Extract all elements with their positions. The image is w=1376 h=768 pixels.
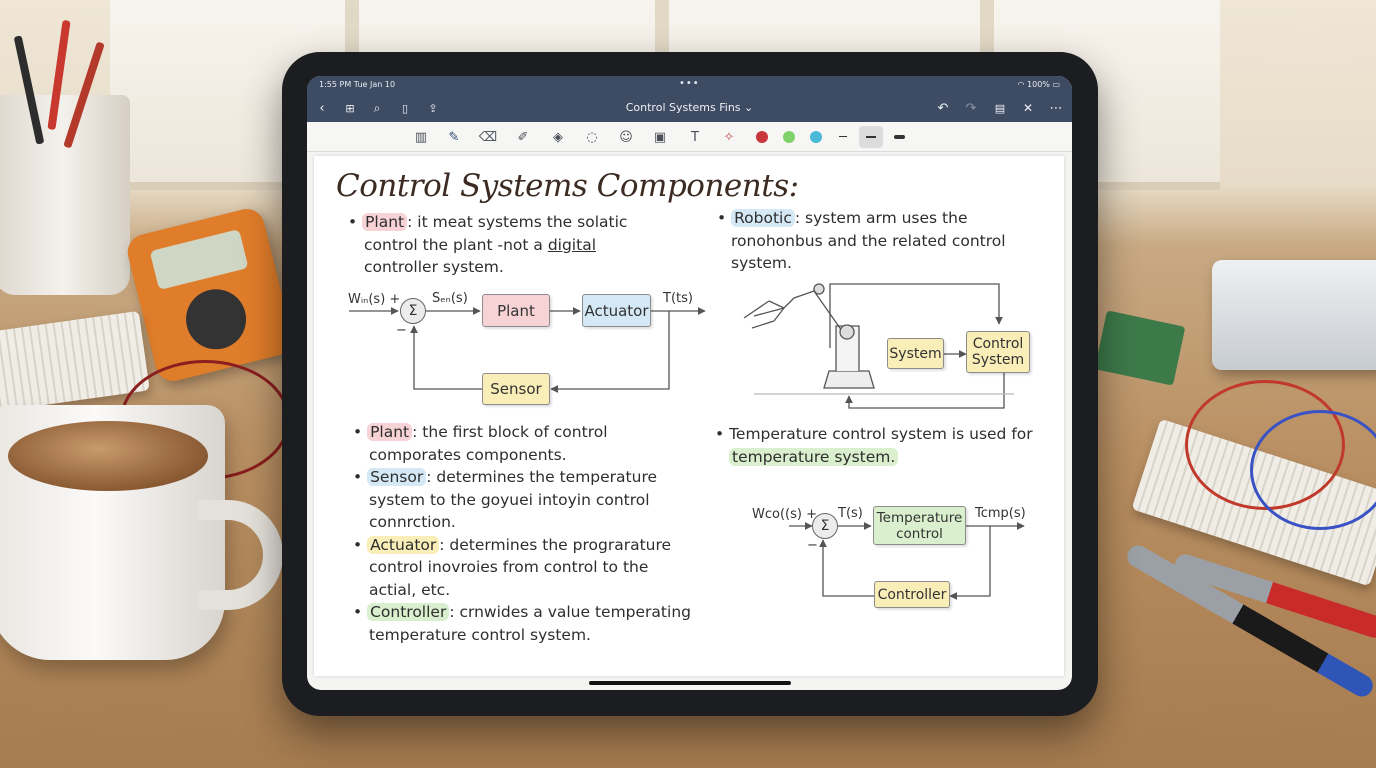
plant-paragraph: • Plant: it meat systems the solatic con… — [348, 213, 628, 276]
pencil-cup — [0, 19, 130, 295]
multimeter — [123, 205, 297, 385]
reader-icon[interactable]: ▥ — [414, 129, 428, 145]
plant-term: Plant — [362, 213, 408, 231]
controller-block: Controller — [874, 581, 950, 608]
more-icon[interactable]: ⋯ — [1049, 100, 1063, 116]
diagram3-signal-label: T(s) — [838, 506, 863, 521]
power-supply — [1212, 260, 1376, 370]
battery-status: ◠ 100% ▭ — [1017, 80, 1060, 89]
color-red-swatch[interactable] — [756, 131, 768, 143]
sensor-block: Sensor — [482, 373, 550, 405]
stroke-thick[interactable] — [894, 135, 905, 139]
home-indicator[interactable] — [589, 681, 791, 685]
list-controller-term: Controller — [367, 603, 450, 621]
diagram1-output-label: T(ts) — [663, 291, 693, 306]
circuit-board — [1094, 310, 1186, 386]
diagram1-signal-label: Sₑₙ(s) — [432, 291, 468, 306]
battery-icon: ▭ — [1052, 80, 1060, 89]
digital-underlined: digital — [547, 235, 597, 254]
back-icon[interactable]: ‹ — [319, 100, 325, 116]
actuator-block: Actuator — [582, 294, 651, 327]
navigation-bar: ‹ ⊞ ⌕ ▯ ⇪ Control Systems Fins ⌄ ↶ ↷ ▤ ✕… — [307, 94, 1072, 122]
temperature-system-term: temperature system. — [729, 447, 899, 466]
coffee-mug — [0, 405, 283, 660]
list-sensor-term: Sensor — [367, 468, 427, 486]
search-icon[interactable]: ⌕ — [373, 100, 381, 115]
status-time: 1:55 PM Tue Jan 10 — [319, 80, 396, 89]
laser-icon[interactable]: ✧ — [723, 129, 735, 145]
sticker-icon[interactable]: ☺ — [619, 129, 633, 145]
highlighter-icon[interactable]: ✐ — [517, 129, 529, 145]
eraser-icon[interactable]: ⌫ — [478, 129, 498, 145]
tablet-screen: 1:55 PM Tue Jan 10 ••• ◠ 100% ▭ ‹ ⊞ ⌕ ▯ … — [307, 76, 1072, 690]
diagram3-output-label: Tcmp(s) — [975, 506, 1026, 521]
shapes-icon[interactable]: ◈ — [553, 129, 563, 145]
document-icon[interactable]: ▤ — [994, 101, 1006, 115]
diagram3-input-label: Wco((s) + — [752, 507, 817, 522]
drawing-toolbar: ▥ ✎ ⌫ ✐ ◈ ◌ ☺ ▣ T ✧ — [307, 122, 1072, 152]
temperature-control-block: Temperature control — [873, 506, 966, 545]
note-heading: Control Systems Components: — [336, 168, 799, 204]
diagram3-minus: − — [807, 538, 818, 553]
pen-icon[interactable]: ✎ — [448, 129, 460, 145]
lasso-icon[interactable]: ◌ — [586, 129, 598, 145]
text-icon[interactable]: T — [691, 129, 699, 145]
robotic-paragraph: • Robotic: system arm uses the ronohonbu… — [717, 209, 1006, 272]
robotic-term: Robotic — [731, 209, 795, 227]
diagram-connectors — [349, 283, 1025, 600]
control-system-block: Control System — [966, 331, 1030, 373]
temperature-paragraph: • Temperature control system is used for… — [715, 425, 1033, 466]
list-actuator-term: Actuator — [367, 535, 440, 554]
wire — [1250, 410, 1376, 530]
plant-block: Plant — [482, 294, 550, 327]
share-icon[interactable]: ⇪ — [428, 101, 438, 115]
diagram1-sum-node: Σ — [400, 298, 426, 324]
redo-icon[interactable]: ↷ — [965, 100, 977, 116]
note-page[interactable]: Control Systems Components: • Plant: it … — [314, 156, 1064, 676]
system-block: System — [887, 338, 944, 369]
stroke-medium-selected[interactable] — [859, 126, 883, 148]
diagram3-sum-node: Σ — [812, 513, 838, 539]
multitask-dots[interactable]: ••• — [679, 78, 700, 89]
color-green-swatch[interactable] — [783, 131, 795, 143]
image-icon[interactable]: ▣ — [653, 129, 667, 145]
close-icon[interactable]: ✕ — [1022, 101, 1034, 115]
stroke-thin[interactable] — [839, 136, 847, 137]
color-cyan-swatch[interactable] — [810, 131, 822, 143]
status-bar: 1:55 PM Tue Jan 10 ••• ◠ 100% ▭ — [307, 76, 1072, 94]
document-title[interactable]: Control Systems Fins ⌄ — [625, 101, 754, 114]
diagram1-input-label: Wᵢₙ(s) + — [348, 292, 401, 307]
diagram1-minus: − — [396, 323, 407, 338]
list-plant-term: Plant — [367, 423, 413, 441]
wifi-icon: ◠ — [1017, 80, 1028, 89]
undo-icon[interactable]: ↶ — [937, 100, 949, 116]
components-list: • Plant: the first block of control comp… — [353, 423, 691, 644]
bookmark-icon[interactable]: ▯ — [401, 101, 409, 115]
grid-icon[interactable]: ⊞ — [345, 101, 355, 115]
